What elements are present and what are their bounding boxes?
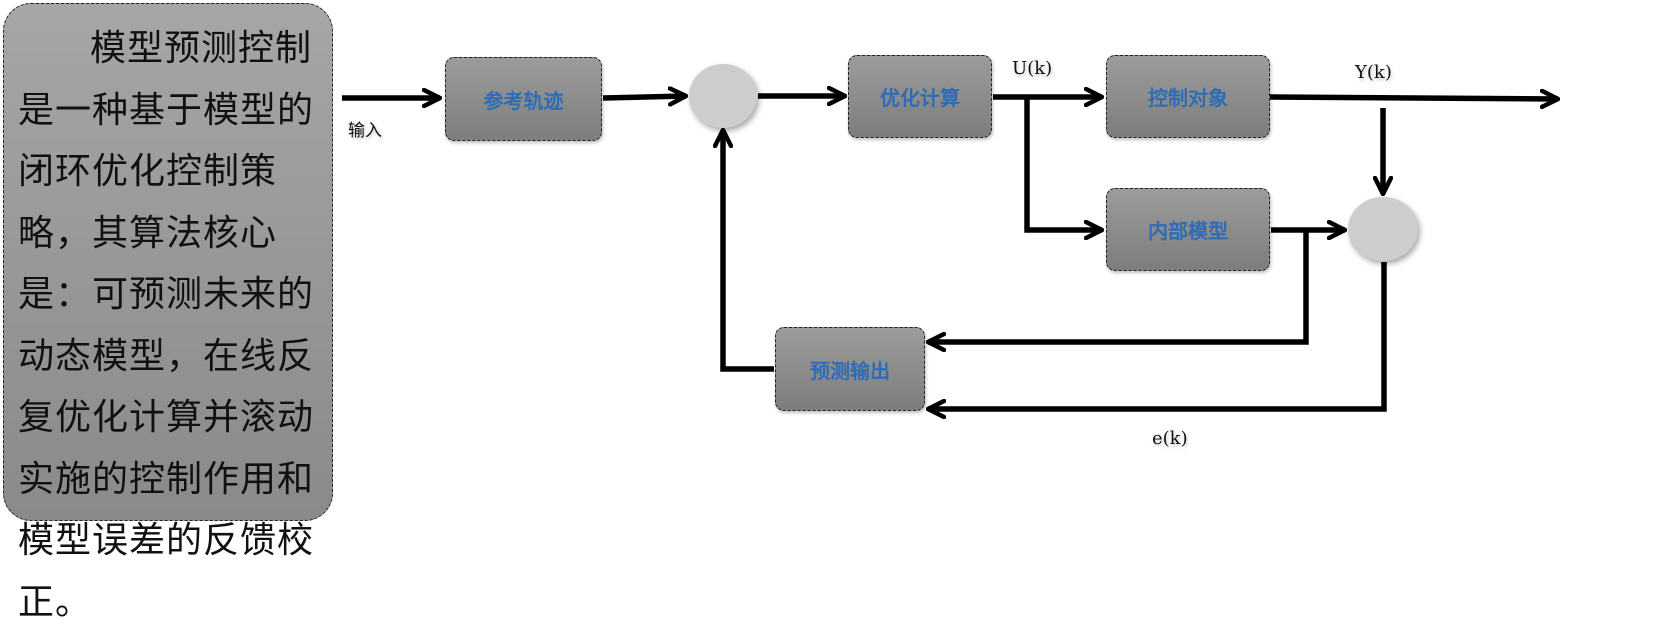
- wire-prediction-to-sum1: [723, 130, 774, 372]
- e-k-label: e(k): [1152, 428, 1188, 449]
- signal-wires: [342, 83, 1662, 529]
- optimize-label: 优化计算: [880, 86, 960, 110]
- plant-label: 控制对象: [1148, 86, 1228, 110]
- description-box: 模型预测控制是一种基于模型的闭环优化控制策略，其算法核心是：可预测未来的动态模型…: [3, 3, 333, 623]
- y-k-label: Y(k): [1355, 62, 1392, 83]
- prediction-output-label: 预测输出: [810, 358, 890, 383]
- wire-internal-to-prediction: [928, 230, 1309, 342]
- u-k-label: U(k): [1012, 58, 1053, 79]
- wire-u-to-internal-model: [1024, 97, 1102, 230]
- input-label: 输入: [348, 121, 382, 141]
- summing-junction-1: [689, 64, 757, 128]
- reference-trajectory-block: 参考轨迹: [445, 57, 602, 141]
- wire-reference-to-sum1: [602, 96, 686, 98]
- internal-model-block: 内部模型: [1106, 188, 1270, 271]
- wire-error-to-prediction: [928, 262, 1387, 409]
- plant-block: 控制对象: [1106, 55, 1270, 138]
- prediction-output-block: 预测输出: [775, 327, 925, 411]
- reference-trajectory-label: 参考轨迹: [483, 88, 564, 113]
- internal-model-label: 内部模型: [1148, 219, 1228, 243]
- optimize-block: 优化计算: [848, 55, 992, 138]
- summing-junction-2: [1348, 197, 1418, 261]
- wire-plant-output-y: [1269, 97, 1558, 99]
